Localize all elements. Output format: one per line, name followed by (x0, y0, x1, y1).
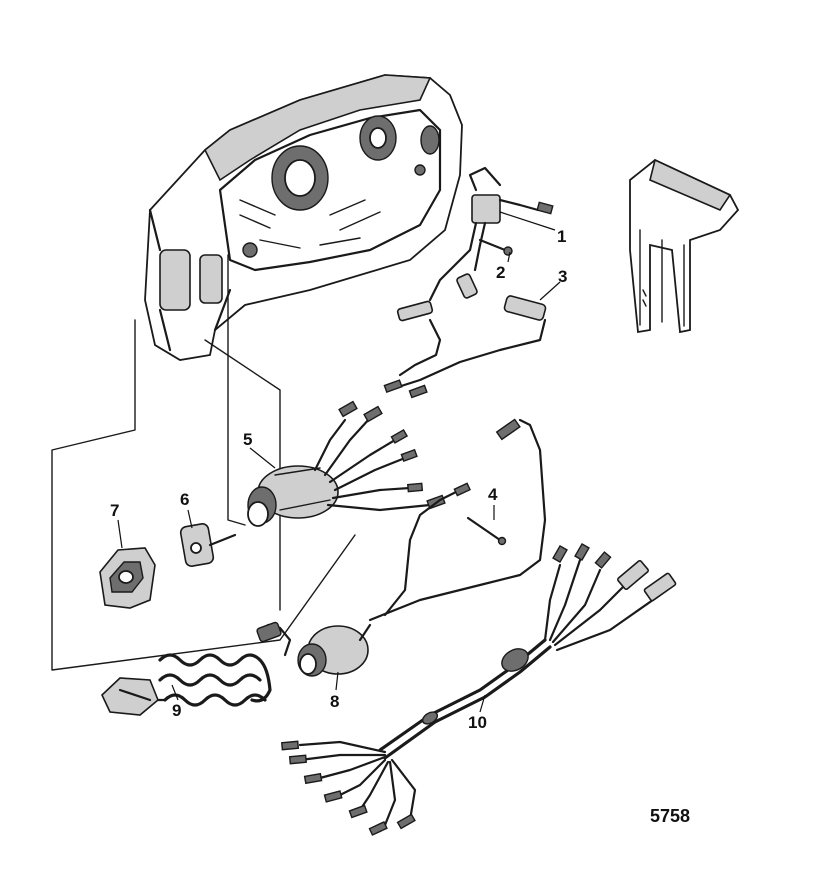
switch-bezel (99, 547, 156, 609)
callout-10: 10 (468, 713, 487, 732)
callout-1: 1 (557, 227, 566, 246)
ignition-switch (247, 400, 446, 527)
callout-labels: 1 2 3 4 5 6 7 8 9 10 (110, 227, 567, 732)
callout-4: 4 (488, 485, 498, 504)
callout-8: 8 (330, 692, 339, 711)
control-housing (144, 74, 463, 361)
screw-2 (478, 238, 513, 256)
wiring-harness (281, 542, 677, 836)
assembly-guide-lines (51, 254, 356, 671)
callout-2: 2 (496, 263, 505, 282)
neutral-switch (396, 166, 554, 322)
connector-3 (383, 295, 547, 399)
callout-6: 6 (180, 490, 189, 509)
lanyard-cord (101, 621, 292, 716)
callout-5: 5 (243, 430, 252, 449)
lanyard-stop-switch (297, 623, 372, 677)
callout-7: 7 (110, 501, 119, 520)
key (179, 523, 237, 567)
screw-4 (466, 516, 507, 546)
figure-number: 5758 (650, 806, 690, 826)
stop-switch-leads (368, 418, 547, 622)
callout-3: 3 (558, 267, 567, 286)
control-handle (629, 158, 740, 334)
callout-leaders (117, 211, 561, 713)
callout-9: 9 (172, 701, 181, 720)
